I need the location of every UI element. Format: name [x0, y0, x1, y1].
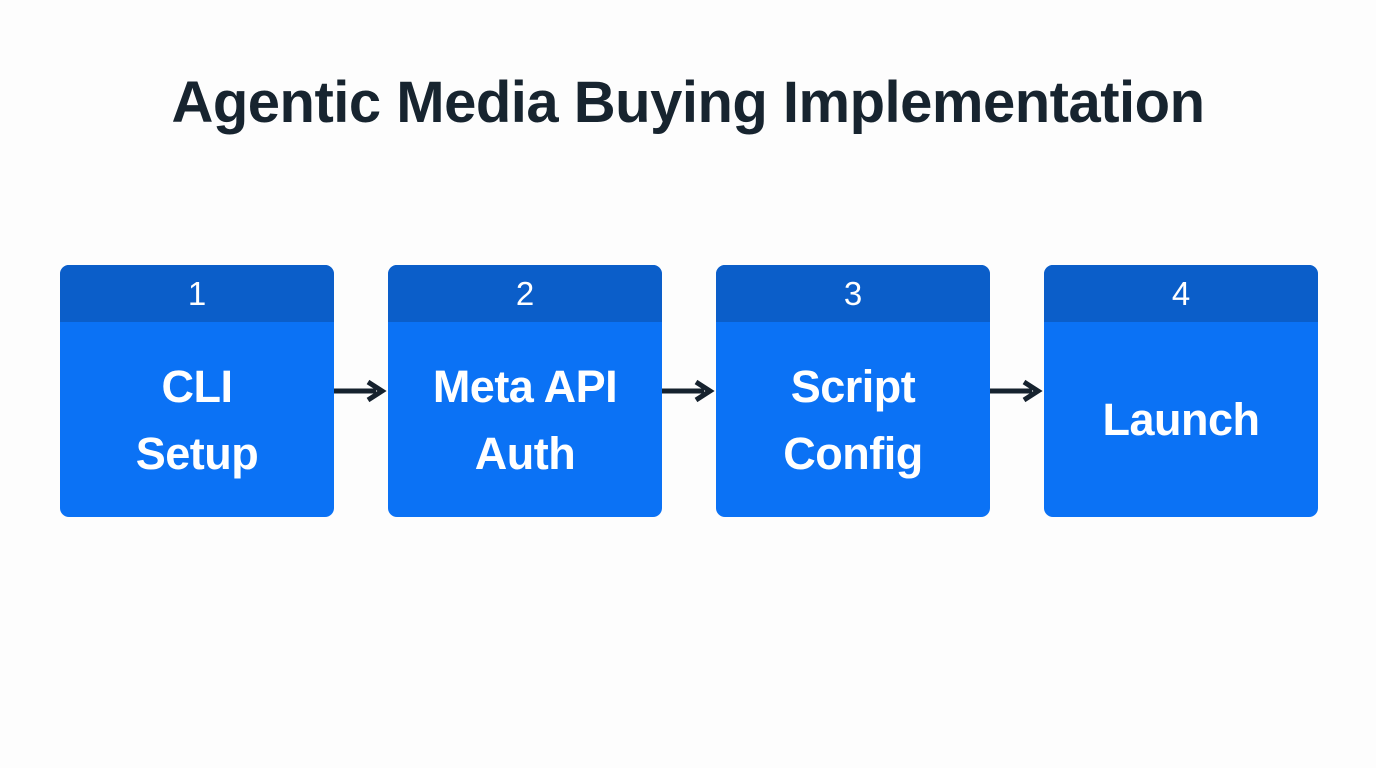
step-2-number: 2 [515, 275, 535, 312]
arrow-right-icon [990, 379, 1044, 403]
step-4-header: 4 [1044, 265, 1318, 322]
step-1-header: 1 [60, 265, 334, 322]
step-4-number: 4 [1171, 275, 1191, 312]
step-2-header: 2 [388, 265, 662, 322]
arrow-right-icon [334, 379, 388, 403]
step-4-body: Launch [1044, 322, 1318, 517]
step-4-label: Launch [1102, 394, 1260, 445]
connector-1-to-2 [334, 265, 388, 517]
process-flow-diagram: 1 CLI Setup 2 Meta API Auth [60, 265, 1318, 517]
step-card-3[interactable]: 3 Script Config [716, 265, 990, 517]
step-card-4[interactable]: 4 Launch [1044, 265, 1318, 517]
step-1-body: CLI Setup [60, 322, 334, 517]
step-card-1[interactable]: 1 CLI Setup [60, 265, 334, 517]
connector-3-to-4 [990, 265, 1044, 517]
step-2-label: Meta API Auth [432, 360, 618, 479]
step-1-label: CLI Setup [135, 360, 259, 479]
step-card-2[interactable]: 2 Meta API Auth [388, 265, 662, 517]
step-3-number: 3 [843, 275, 863, 312]
arrow-right-icon [662, 379, 716, 403]
step-2-body: Meta API Auth [388, 322, 662, 517]
step-3-label: Script Config [783, 360, 923, 479]
connector-2-to-3 [662, 265, 716, 517]
step-1-number: 1 [187, 275, 207, 312]
page-title: Agentic Media Buying Implementation [171, 70, 1205, 135]
step-3-header: 3 [716, 265, 990, 322]
step-3-body: Script Config [716, 322, 990, 517]
